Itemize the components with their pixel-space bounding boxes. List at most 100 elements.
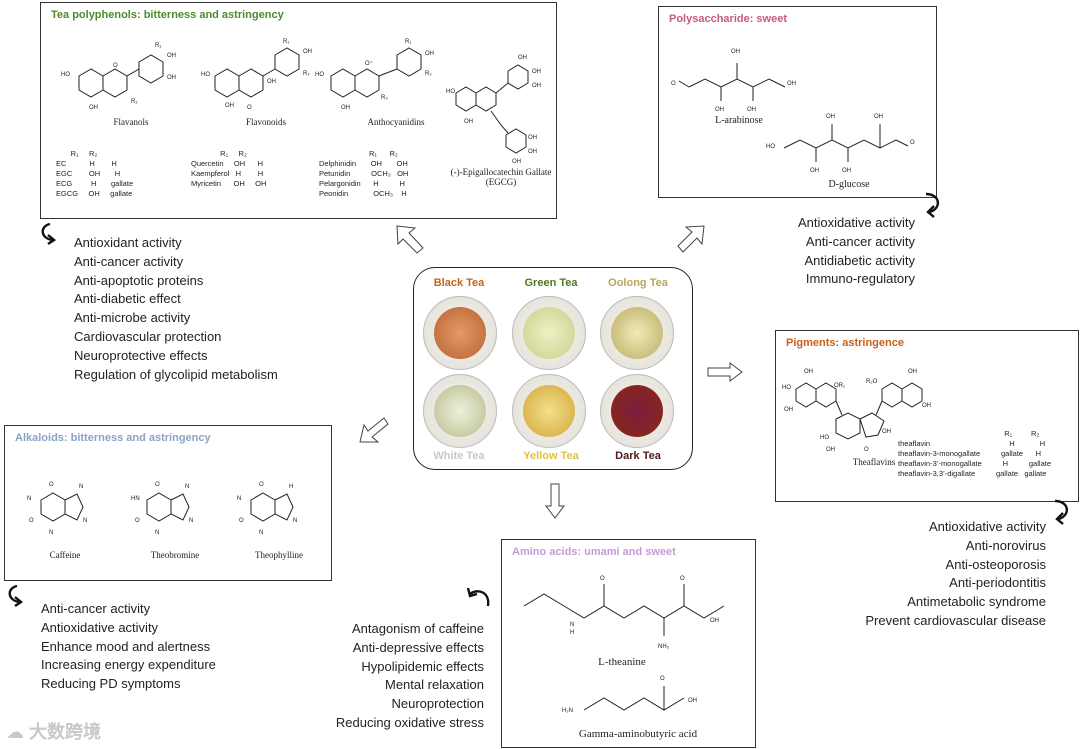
polysaccharide-activity: Immuno-regulatory	[805, 271, 915, 287]
yellow-tea-cup	[512, 374, 586, 448]
svg-text:N: N	[237, 496, 241, 502]
svg-text:O: O	[671, 81, 676, 87]
pigments-activities: Antioxidative activity Anti-norovirus An…	[840, 518, 1046, 631]
oolong-tea-label: Oolong Tea	[608, 277, 668, 289]
svg-text:N: N	[49, 530, 53, 536]
alkaloid-activity: Enhance mood and alertness	[41, 638, 211, 654]
svg-text:OH: OH	[425, 51, 434, 57]
alkaloids-curl-arrow	[3, 582, 33, 613]
svg-text:OH: OH	[826, 447, 835, 453]
l-theanine-label: L-theanine	[598, 656, 646, 668]
svg-text:NH₂: NH₂	[658, 644, 670, 650]
pigments-curl-arrow	[1049, 497, 1079, 530]
svg-text:OH: OH	[464, 119, 473, 125]
flavonoids-label: Flavonoids	[245, 117, 286, 127]
svg-text:O: O	[600, 576, 605, 582]
egcg-label: (-)-Epigallocatechin Gallate (EGCG)	[450, 167, 552, 187]
theaflavins-label: Theaflavins	[852, 457, 896, 467]
polysaccharide-activity: Antioxidative activity	[797, 215, 915, 230]
gaba-structure: H₂N O OH	[562, 676, 697, 714]
watermark-logo-icon: ☁	[6, 722, 30, 742]
svg-text:OR₁: OR₁	[834, 383, 845, 389]
amino-acid-activity: Antagonism of caffeine	[351, 621, 484, 636]
polyphenols-box: Tea polyphenols: bitterness and astringe…	[40, 2, 557, 219]
caffeine-label: Caffeine	[49, 550, 81, 560]
svg-text:OH: OH	[303, 49, 312, 55]
svg-text:N: N	[189, 518, 193, 524]
theobromine-label: Theobromine	[150, 550, 200, 560]
svg-text:HO: HO	[315, 72, 324, 78]
watermark: ☁ 大数跨境	[6, 718, 101, 744]
svg-text:R₁: R₁	[405, 39, 411, 45]
l-arabinose-label: L-arabinose	[715, 115, 763, 126]
amino-acid-activity: Hypolipidemic effects	[361, 658, 484, 674]
svg-text:OH: OH	[512, 159, 521, 165]
svg-text:O: O	[29, 518, 34, 524]
polysaccharide-activities: Antioxidative activity Anti-cancer activ…	[740, 214, 915, 289]
svg-text:OH: OH	[826, 114, 835, 120]
svg-text:O: O	[660, 676, 665, 682]
svg-text:OH: OH	[804, 369, 813, 375]
polyphenol-activity: Anti-microbe activity	[74, 310, 191, 326]
svg-text:OH: OH	[787, 81, 796, 87]
svg-text:OH: OH	[688, 698, 697, 704]
svg-text:O⁺: O⁺	[365, 60, 373, 67]
svg-text:R₂O: R₂O	[866, 379, 878, 385]
svg-text:R₃: R₃	[381, 95, 388, 101]
amino-acid-activity: Anti-depressive effects	[352, 639, 484, 655]
svg-text:O: O	[239, 518, 244, 524]
polyphenol-activity: Cardiovascular protection	[74, 328, 222, 344]
pigment-activity: Prevent cardiovascular disease	[865, 612, 1046, 628]
polyphenol-activity: Anti-cancer activity	[74, 253, 184, 269]
svg-text:O: O	[910, 140, 915, 146]
svg-text:O: O	[155, 482, 160, 488]
pigments-title: Pigments: astringence	[786, 337, 904, 349]
arrow-to-pigments	[706, 361, 744, 388]
pigment-activity: Anti-norovirus	[965, 537, 1046, 553]
svg-text:OH: OH	[922, 403, 931, 409]
svg-text:HO: HO	[446, 89, 455, 95]
amino-acid-activity: Reducing oxidative stress	[335, 714, 484, 730]
flavanols-label: Flavanols	[113, 117, 149, 127]
svg-text:N: N	[259, 530, 263, 536]
svg-text:OH: OH	[89, 105, 98, 111]
svg-text:OH: OH	[532, 69, 541, 75]
svg-text:N: N	[79, 484, 83, 490]
amino-acids-title: Amino acids: umami and sweet	[512, 546, 676, 558]
amino-acids-activities: Antagonism of caffeine Anti-depressive e…	[300, 620, 484, 733]
arrow-to-polyphenols	[393, 222, 429, 263]
svg-text:OH: OH	[225, 103, 234, 109]
svg-text:HO: HO	[820, 435, 829, 441]
svg-text:OH: OH	[842, 168, 851, 174]
amino-acid-activity: Mental relaxation	[385, 677, 484, 693]
polyphenols-activities: Antioxidant activity Anti-cancer activit…	[74, 234, 278, 384]
polysaccharide-title: Polysaccharide: sweet	[669, 13, 788, 25]
svg-text:OH: OH	[528, 135, 537, 141]
d-glucose-label: D-glucose	[828, 179, 870, 190]
svg-text:N: N	[155, 530, 159, 536]
alkaloid-activity: Reducing PD symptoms	[41, 676, 181, 692]
svg-text:N: N	[185, 484, 189, 490]
pigment-activity: Anti-osteoporosis	[945, 556, 1046, 572]
watermark-text: 大数跨境	[29, 722, 102, 742]
polyphenol-activity: Neuroprotective effects	[74, 347, 208, 363]
svg-text:OH: OH	[167, 75, 176, 81]
svg-text:N: N	[293, 518, 297, 524]
arrow-to-polysaccharide	[672, 222, 708, 263]
svg-text:H₂N: H₂N	[562, 708, 573, 714]
tea-types-panel: Black Tea Green Tea Oolong Tea White Tea…	[413, 267, 693, 470]
svg-text:H: H	[289, 484, 293, 490]
black-tea-label: Black Tea	[433, 277, 485, 289]
white-tea-cup	[423, 374, 497, 448]
anthocyanidins-table: R₁ R₂ Delphinidin OH OH Petunidin OCH₃ O…	[319, 149, 409, 198]
svg-text:OH: OH	[908, 369, 917, 375]
oolong-tea-cup	[600, 296, 674, 370]
svg-text:O: O	[135, 518, 140, 524]
